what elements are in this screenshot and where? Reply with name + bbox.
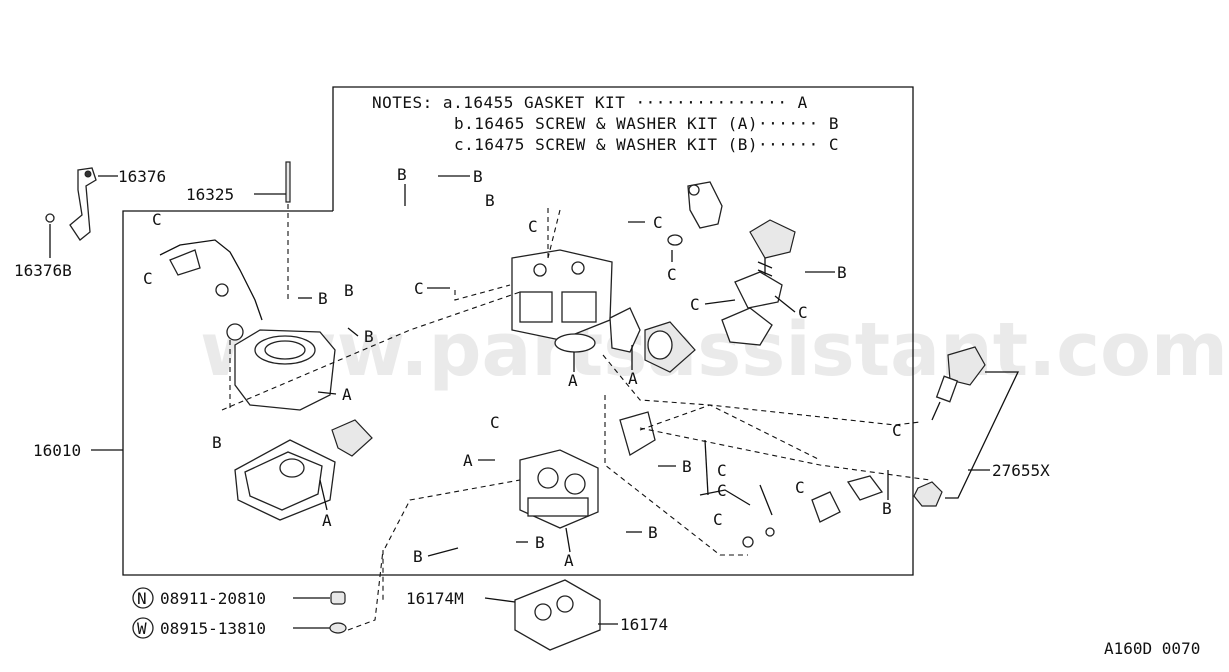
- svg-text:B: B: [364, 327, 374, 346]
- svg-text:C: C: [717, 461, 727, 480]
- svg-text:C: C: [490, 413, 500, 432]
- figure-code: A160D 0070: [1104, 639, 1200, 658]
- marker-n: N: [132, 587, 154, 609]
- svg-text:C: C: [528, 217, 538, 236]
- label-27655x: 27655X: [992, 461, 1050, 480]
- air-horn-gasket: [234, 419, 373, 521]
- throttle-body-lower: [519, 449, 599, 529]
- notes-line-a: NOTES: a.16455 GASKET KIT ··············…: [372, 93, 808, 112]
- gasket-center: [554, 333, 596, 353]
- assembly-outline: [122, 86, 914, 576]
- dash-leader-1: [221, 291, 521, 411]
- svg-text:B: B: [413, 547, 423, 566]
- svg-text:C: C: [798, 303, 808, 322]
- diaphragm-pump: [609, 307, 696, 373]
- main-body: [511, 249, 613, 341]
- svg-text:B: B: [473, 167, 483, 186]
- bracket-16376: [45, 167, 118, 241]
- svg-text:C: C: [717, 481, 727, 500]
- svg-text:B: B: [682, 457, 692, 476]
- svg-text:B: B: [648, 523, 658, 542]
- svg-text:C: C: [892, 421, 902, 440]
- svg-text:B: B: [344, 281, 354, 300]
- callout-leaders: [298, 175, 889, 557]
- svg-text:C: C: [143, 269, 153, 288]
- label-16376b: 16376B: [14, 261, 72, 280]
- svg-text:B: B: [485, 191, 495, 210]
- nut-08911: [330, 591, 346, 605]
- needle-16325: [254, 161, 291, 300]
- notes-line-b: b.16465 SCREW & WASHER KIT (A)······ B: [454, 114, 839, 133]
- label-08915: 08915-13810: [160, 619, 266, 638]
- svg-text:N: N: [137, 589, 147, 608]
- svg-text:A: A: [322, 511, 332, 530]
- svg-text:A: A: [564, 551, 574, 570]
- svg-text:B: B: [212, 433, 222, 452]
- svg-text:B: B: [837, 263, 847, 282]
- notes-line-c: c.16475 SCREW & WASHER KIT (B)······ C: [454, 135, 839, 154]
- svg-text:C: C: [667, 265, 677, 284]
- svg-text:B: B: [535, 533, 545, 552]
- gasket-16174: [484, 579, 618, 651]
- watermark: www.partsassistant.com: [200, 307, 1228, 393]
- throttle-body-upper: [159, 239, 336, 411]
- label-16174: 16174: [620, 615, 668, 634]
- svg-text:C: C: [414, 279, 424, 298]
- svg-text:A: A: [342, 385, 352, 404]
- svg-text:C: C: [795, 478, 805, 497]
- svg-text:B: B: [318, 289, 328, 308]
- marker-w: W: [132, 617, 154, 639]
- solenoid: [667, 181, 723, 246]
- svg-text:A: A: [463, 451, 473, 470]
- label-16325: 16325: [186, 185, 234, 204]
- callout-letters: C C B B B A B A B B B C C C C C C B A A …: [143, 165, 902, 570]
- svg-text:C: C: [690, 295, 700, 314]
- dashpot-27655x: [913, 346, 1020, 507]
- svg-text:W: W: [137, 619, 147, 638]
- svg-text:C: C: [713, 510, 723, 529]
- svg-text:B: B: [882, 499, 892, 518]
- svg-text:A: A: [568, 371, 578, 390]
- svg-text:C: C: [152, 210, 162, 229]
- svg-text:A: A: [628, 369, 638, 388]
- svg-text:B: B: [397, 165, 407, 184]
- vacuum-diaphragm: [721, 219, 796, 346]
- label-16376: 16376: [118, 167, 166, 186]
- label-16010: 16010: [33, 441, 81, 460]
- svg-text:C: C: [653, 213, 663, 232]
- label-16174m: 16174M: [406, 589, 464, 608]
- label-08911: 08911-20810: [160, 589, 266, 608]
- linkage-lower-right: [619, 411, 884, 548]
- washer-08915: [329, 622, 347, 634]
